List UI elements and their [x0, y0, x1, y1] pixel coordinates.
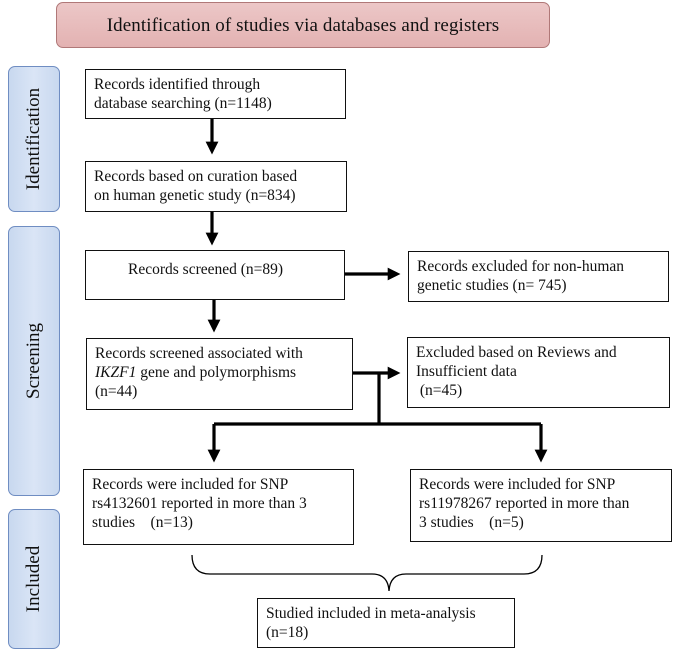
phase-screening: Screening [8, 226, 60, 496]
box-line-rest: gene and polymorphisms [136, 364, 297, 381]
phase-included: Included [8, 509, 60, 649]
box-excluded-non-human: Records excluded for non-human genetic s… [408, 251, 669, 302]
box-meta-analysis: Studied included in meta-analysis (n=18) [257, 598, 515, 648]
box-line: database searching (n=1148) [94, 95, 272, 112]
diagram-title: Identification of studies via databases … [56, 2, 550, 48]
box-line: Records were included for SNP [419, 476, 616, 493]
box-line: Records screened associated with [95, 345, 303, 362]
box-records-curation: Records based on curation based on human… [85, 161, 347, 212]
box-line: (n=44) [95, 383, 138, 400]
box-excluded-reviews: Excluded based on Reviews and Insufficie… [407, 337, 670, 408]
box-line: rs11978267 reported in more than [419, 495, 630, 512]
box-line: Records were included for SNP [92, 476, 289, 493]
box-line: (n=18) [266, 624, 309, 641]
box-line: Records screened (n=89) [128, 261, 284, 278]
box-line: on human genetic study (n=834) [94, 187, 296, 204]
box-line: studies (n=13) [92, 514, 193, 531]
box-snp-rs11978267: Records were included for SNP rs11978267… [410, 469, 672, 542]
box-line: Records based on curation based [94, 168, 298, 185]
gene-name: IKZF1 [95, 364, 137, 381]
box-line: IKZF1 gene and polymorphisms [95, 363, 346, 382]
box-snp-rs4132601: Records were included for SNP rs4132601 … [83, 469, 354, 545]
merge-brace [191, 554, 543, 592]
box-line: genetic studies (n= 745) [417, 277, 567, 294]
box-records-screened: Records screened (n=89) [85, 250, 345, 300]
box-line: (n=45) [416, 382, 463, 399]
box-line: Records excluded for non-human [417, 258, 625, 275]
phase-identification: Identification [8, 66, 60, 212]
box-line: Studied included in meta-analysis [266, 605, 476, 622]
box-records-identified: Records identified through database sear… [85, 69, 346, 119]
box-line: Records identified through [94, 76, 261, 93]
box-line: Excluded based on Reviews and [416, 344, 617, 361]
box-line: Insufficient data [416, 363, 517, 380]
box-line: rs4132601 reported in more than 3 [92, 495, 307, 512]
box-line: 3 studies (n=5) [419, 514, 524, 531]
box-records-screened-associated: Records screened associated with IKZF1 g… [86, 338, 353, 410]
